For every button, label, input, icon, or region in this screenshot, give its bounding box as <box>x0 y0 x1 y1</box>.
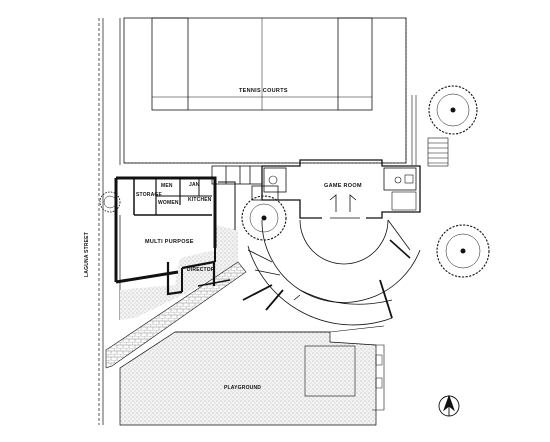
tree-icon <box>428 85 478 135</box>
north-arrow-icon <box>438 394 460 417</box>
plaza-paving <box>120 215 238 320</box>
tree-icon <box>99 191 121 213</box>
game-room-building <box>261 159 421 219</box>
label-women: WOMEN <box>158 200 179 206</box>
label-laguna-street: LAGUNA STREET <box>83 232 90 277</box>
label-tennis-courts: TENNIS COURTS <box>239 88 288 94</box>
label-multi-purpose: MULTI PURPOSE <box>145 239 194 245</box>
stairs <box>411 95 449 167</box>
multi-purpose-building <box>114 176 236 296</box>
label-game-room: GAME ROOM <box>324 183 362 189</box>
label-kitchen: KITCHEN <box>188 197 212 203</box>
connector-corridor <box>211 165 279 201</box>
label-director: DIRECTOR <box>187 267 215 273</box>
tree-icon <box>436 224 490 278</box>
label-storage: STORAGE <box>136 192 163 198</box>
brick-walkway <box>105 261 247 369</box>
playground-area <box>119 331 385 426</box>
street-edge <box>98 18 121 425</box>
label-men: MEN <box>161 183 173 189</box>
tennis-courts <box>123 17 407 164</box>
label-jan: JAN <box>189 182 200 188</box>
playground-edge <box>175 325 385 333</box>
tree-icon <box>241 195 287 241</box>
amphitheater <box>242 219 421 326</box>
label-playground: PLAYGROUND <box>224 385 262 391</box>
